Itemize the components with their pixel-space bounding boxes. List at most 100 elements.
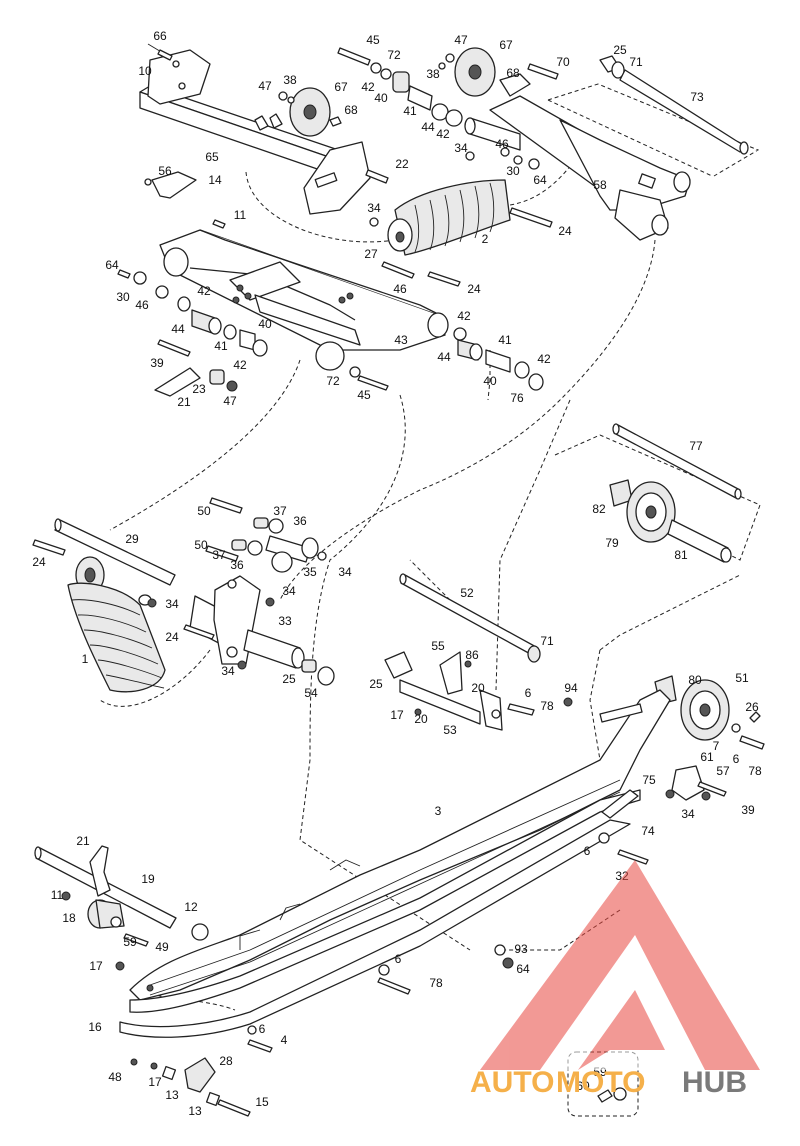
callout-44: 44 <box>437 350 451 364</box>
callout-55: 55 <box>431 639 445 653</box>
callout-25: 25 <box>369 677 383 691</box>
callout-24: 24 <box>558 224 572 238</box>
callout-81: 81 <box>674 548 688 562</box>
callout-11: 11 <box>51 888 64 902</box>
shock-absorber-2 <box>369 179 553 287</box>
callout-64: 64 <box>516 962 530 976</box>
callout-17: 17 <box>390 708 404 722</box>
rear-axle-52 <box>399 573 541 663</box>
callout-49: 49 <box>155 940 169 954</box>
callout-6: 6 <box>525 686 532 700</box>
watermark-brand-auto: AUTO <box>470 1066 554 1099</box>
callout-34: 34 <box>165 597 179 611</box>
callout-25: 25 <box>282 672 296 686</box>
callout-65: 65 <box>205 150 219 164</box>
callout-37: 37 <box>273 504 287 518</box>
front-shaft-19 <box>34 845 209 971</box>
callout-13: 13 <box>165 1088 179 1102</box>
callout-59: 59 <box>123 935 137 949</box>
callout-41: 41 <box>214 339 228 353</box>
watermark-brand-moto: MOTO <box>556 1066 645 1099</box>
callout-19: 19 <box>141 872 155 886</box>
front-arm-65 <box>139 49 371 215</box>
callout-6: 6 <box>733 752 740 766</box>
callout-35: 35 <box>303 565 317 579</box>
callout-24: 24 <box>165 630 179 644</box>
callout-16: 16 <box>88 1020 102 1034</box>
callout-44: 44 <box>421 120 435 134</box>
callout-57: 57 <box>716 764 730 778</box>
callout-34: 34 <box>282 584 296 598</box>
callout-21: 21 <box>76 834 90 848</box>
callout-6: 6 <box>395 952 402 966</box>
callout-4: 4 <box>281 1033 288 1047</box>
callout-11: 11 <box>234 208 247 222</box>
callout-30: 30 <box>116 290 130 304</box>
callout-58: 58 <box>593 178 607 192</box>
callout-14: 14 <box>208 173 222 187</box>
callout-78: 78 <box>429 976 443 990</box>
callout-39: 39 <box>150 356 164 370</box>
callout-51: 51 <box>735 671 749 685</box>
callout-64: 64 <box>533 173 547 187</box>
callout-3: 3 <box>435 804 442 818</box>
idler-wheel-79 <box>609 423 742 563</box>
callout-67: 67 <box>499 38 513 52</box>
bracket-53 <box>384 651 573 731</box>
callout-44: 44 <box>171 322 185 336</box>
callout-36: 36 <box>293 514 307 528</box>
callout-17: 17 <box>148 1075 162 1089</box>
callout-41: 41 <box>403 104 417 118</box>
callout-26: 26 <box>745 700 759 714</box>
callout-72: 72 <box>326 374 340 388</box>
callout-46: 46 <box>393 282 407 296</box>
callout-74: 74 <box>641 824 655 838</box>
callout-34: 34 <box>338 565 352 579</box>
rear-arm-58 <box>489 55 749 241</box>
callout-18: 18 <box>62 911 76 925</box>
callout-46: 46 <box>135 298 149 312</box>
callout-24: 24 <box>32 555 46 569</box>
callout-20: 20 <box>471 681 485 695</box>
callout-34: 34 <box>454 141 468 155</box>
callout-38: 38 <box>283 73 297 87</box>
callout-7: 7 <box>713 739 720 753</box>
callout-54: 54 <box>304 686 318 700</box>
upper-left-hardware <box>144 43 389 229</box>
callout-53: 53 <box>443 723 457 737</box>
callout-86: 86 <box>465 648 479 662</box>
callout-15: 15 <box>255 1095 269 1109</box>
callout-40: 40 <box>483 374 497 388</box>
callout-47: 47 <box>454 33 468 47</box>
callout-34: 34 <box>221 664 235 678</box>
callout-66: 66 <box>153 29 167 43</box>
callout-39: 39 <box>741 803 755 817</box>
callout-40: 40 <box>374 91 388 105</box>
callout-6: 6 <box>259 1022 266 1036</box>
callout-34: 34 <box>681 807 695 821</box>
top-center-hardware <box>337 47 559 170</box>
callout-17: 17 <box>89 959 103 973</box>
callout-13: 13 <box>188 1104 202 1118</box>
callout-76: 76 <box>510 391 524 405</box>
callout-64: 64 <box>105 258 119 272</box>
callout-45: 45 <box>357 388 371 402</box>
callout-43: 43 <box>394 333 408 347</box>
callout-6: 6 <box>584 844 591 858</box>
callout-48: 48 <box>108 1070 122 1084</box>
callout-93: 93 <box>514 942 528 956</box>
callout-40: 40 <box>258 317 272 331</box>
callout-27: 27 <box>364 247 378 261</box>
callout-47: 47 <box>223 394 237 408</box>
center-frame-43 <box>159 229 449 371</box>
callout-67: 67 <box>334 80 348 94</box>
callout-78: 78 <box>748 764 762 778</box>
callout-46: 46 <box>495 137 509 151</box>
callout-78: 78 <box>540 699 554 713</box>
callout-41: 41 <box>498 333 512 347</box>
callout-34: 34 <box>367 201 381 215</box>
callout-37: 37 <box>212 548 226 562</box>
callout-52: 52 <box>460 586 474 600</box>
